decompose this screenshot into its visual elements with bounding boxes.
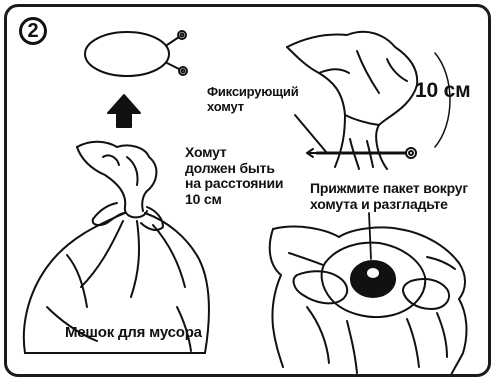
- distance-label: 10 см: [415, 79, 470, 103]
- bag-icon: [24, 142, 209, 353]
- bag-opening-hole: [351, 261, 395, 297]
- hand-icon: [270, 227, 467, 375]
- press-bag-label: Прижмите пакет вокруг хомута и разгладьт…: [310, 181, 468, 212]
- tie-distance-note: Хомут должен быть на расстоянии 10 см: [185, 145, 283, 208]
- arrow-up-icon: [108, 95, 140, 127]
- trash-bag-label: Мешок для мусора: [65, 325, 202, 342]
- bag-neck-illustration: [287, 32, 417, 169]
- fixing-tie-label: Фиксирующий хомут: [207, 85, 299, 114]
- cable-tie-icon: [85, 31, 187, 76]
- instruction-panel: 2: [4, 4, 491, 377]
